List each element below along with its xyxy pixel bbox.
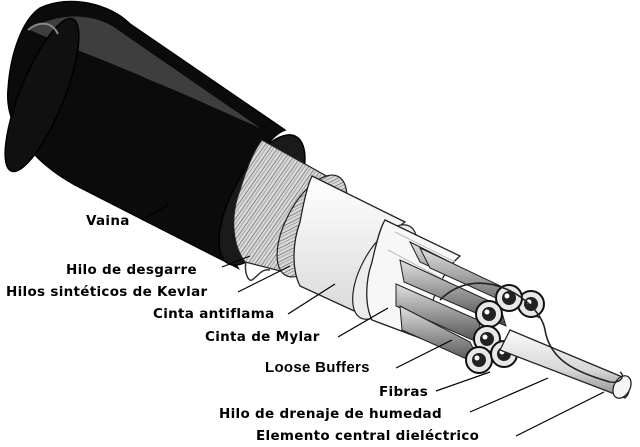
leader-fibras xyxy=(435,371,491,392)
leader-drenaje xyxy=(469,377,549,413)
label-hilo-desgarre: Hilo de desgarre xyxy=(66,262,197,278)
label-vaina: Vaina xyxy=(86,213,130,229)
leader-vaina xyxy=(141,204,169,221)
tube-ends xyxy=(465,284,545,374)
label-hilo-drenaje: Hilo de drenaje de humedad xyxy=(219,406,442,422)
label-loose-buffers: Loose Buffers xyxy=(265,359,370,376)
leader-kevlar xyxy=(237,265,291,293)
leader-mylar xyxy=(337,307,389,338)
leader-lines xyxy=(141,204,605,437)
leader-loose xyxy=(395,339,453,369)
leader-central xyxy=(515,391,605,437)
label-fibras: Fibras xyxy=(379,384,429,400)
label-elemento-central: Elemento central dieléctrico xyxy=(256,428,480,444)
central-member xyxy=(439,282,632,399)
label-hilos-kevlar: Hilos sintéticos de Kevlar xyxy=(6,284,208,300)
leader-antiflama xyxy=(287,283,336,315)
label-cinta-mylar: Cinta de Mylar xyxy=(205,329,320,345)
loose-buffer-tubes xyxy=(395,240,545,374)
label-cinta-antiflama: Cinta antiflama xyxy=(153,306,275,322)
leader-hilo-desgarre xyxy=(221,255,251,268)
